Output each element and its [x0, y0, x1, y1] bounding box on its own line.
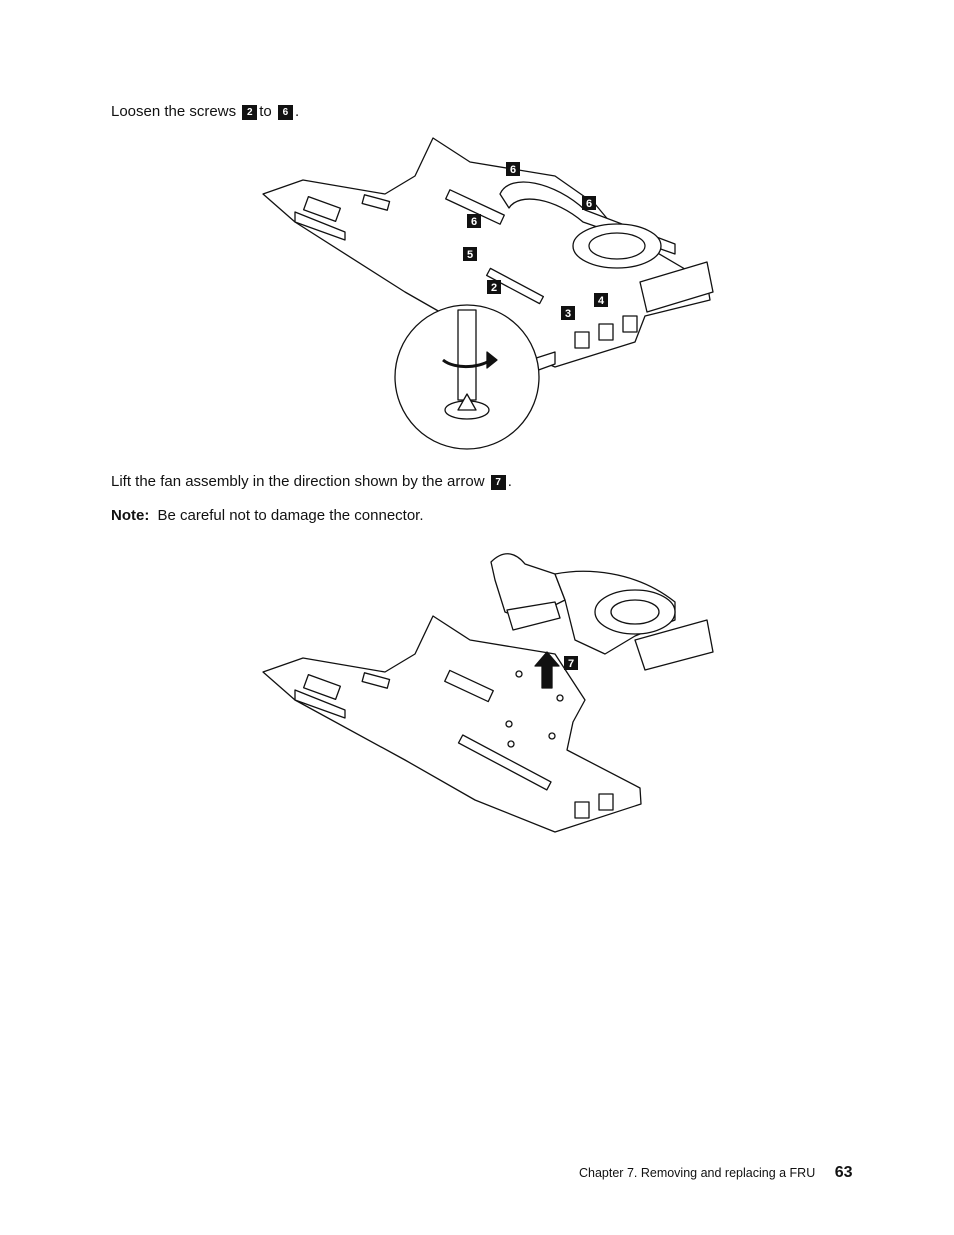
fan-lift-illustration: 7 [262, 553, 714, 833]
callout-2: 2 [491, 282, 497, 294]
ref-badge-arrow: 7 [490, 475, 506, 490]
callout-3: 3 [565, 308, 571, 320]
step-text-middle: to [259, 103, 272, 120]
callout-group: 6 6 6 5 2 4 3 [463, 162, 608, 320]
callout-6b: 6 [586, 198, 592, 210]
callout-4: 4 [598, 295, 605, 307]
callout-6c: 6 [471, 216, 477, 228]
callout-6a: 6 [510, 164, 516, 176]
note-text: Be careful not to damage the connector. [157, 507, 424, 524]
callout-5: 5 [467, 249, 473, 261]
step-text-after: . [507, 473, 512, 490]
step-lift-fan: Lift the fan assembly in the direction s… [111, 473, 512, 491]
step-text-after: . [294, 103, 300, 120]
ref-badge-end: 6 [277, 105, 293, 120]
chapter-title: Chapter 7. Removing and replacing a FRU [579, 1166, 816, 1180]
note: Note: Be careful not to damage the conne… [111, 507, 424, 525]
figure-lift-fan: 7 [255, 540, 725, 845]
system-board-fan-illustration: 6 6 6 5 2 4 3 [262, 137, 714, 450]
step-text: Lift the fan assembly in the direction s… [111, 473, 485, 490]
page-number: 63 [834, 1164, 853, 1181]
page-footer: Chapter 7. Removing and replacing a FRU … [579, 1164, 853, 1182]
callout-7: 7 [568, 658, 574, 670]
callout-group: 7 [564, 656, 578, 670]
ref-badge-start: 2 [242, 105, 258, 120]
note-label: Note: [111, 507, 150, 524]
step-text: Loosen the screws [111, 103, 237, 120]
figure-loosen-screws: 6 6 6 5 2 4 3 [255, 132, 725, 462]
